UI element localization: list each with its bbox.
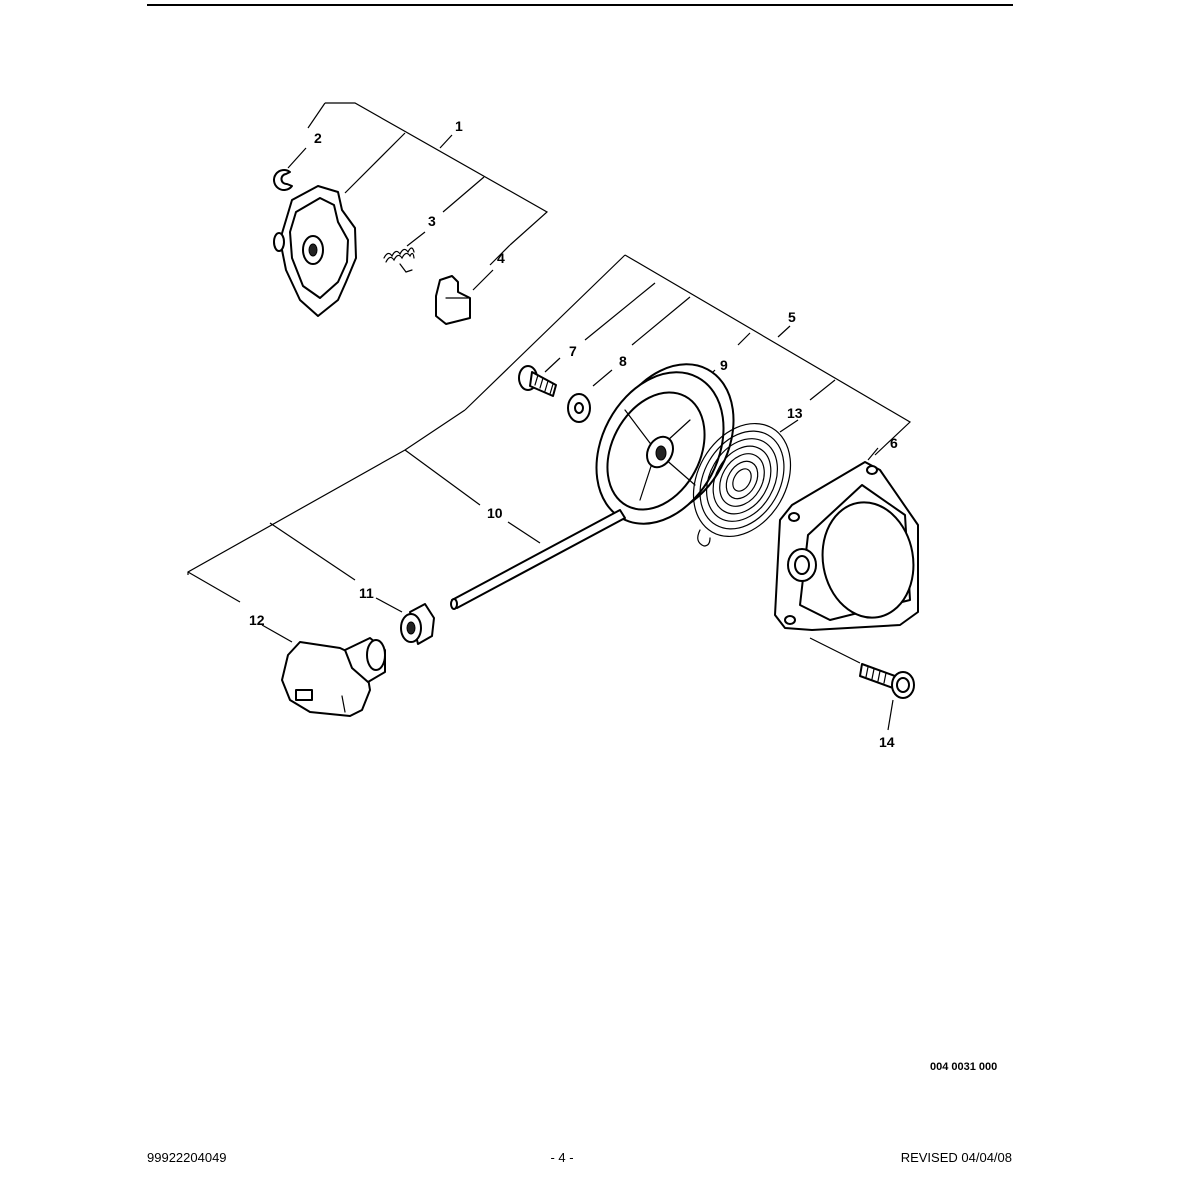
callout-5: 5 [788, 309, 796, 325]
part-pawl [435, 275, 471, 325]
callout-8: 8 [619, 353, 627, 369]
callout-14: 14 [879, 734, 895, 750]
callout-13: 13 [787, 405, 803, 421]
callout-9: 9 [720, 357, 728, 373]
part-washer [567, 393, 591, 423]
part-e-clip [273, 169, 293, 191]
part-starter-case [774, 461, 919, 631]
part-pawl-spring [383, 247, 415, 273]
part-starter-rope [450, 509, 626, 610]
callout-10: 10 [487, 505, 503, 521]
part-rope-guide [400, 603, 435, 645]
callout-7: 7 [569, 343, 577, 359]
top-rule [147, 4, 1013, 6]
callout-12: 12 [249, 612, 265, 628]
part-starter-handle [281, 637, 386, 717]
callout-6: 6 [890, 435, 898, 451]
footer-part-number: 99922204049 [147, 1150, 227, 1165]
callout-2: 2 [314, 130, 322, 146]
callout-labels: 1 2 3 4 5 6 7 8 9 10 11 12 13 14 [249, 118, 898, 750]
callout-11: 11 [359, 585, 374, 601]
part-recoil-spring [692, 422, 792, 547]
leader-lines [187, 102, 911, 731]
part-pulley-bolt [518, 365, 557, 397]
callout-3: 3 [428, 213, 436, 229]
drawing-code: 004 0031 000 [930, 1061, 998, 1073]
part-case-bolt [859, 663, 915, 699]
footer-revised-date: REVISED 04/04/08 [900, 1150, 1012, 1165]
callout-1: 1 [455, 118, 463, 134]
callout-4: 4 [497, 250, 505, 266]
footer-page-number: - 4 - [550, 1150, 574, 1165]
part-pawl-plate [273, 185, 357, 317]
part-rope-reel [595, 363, 735, 525]
